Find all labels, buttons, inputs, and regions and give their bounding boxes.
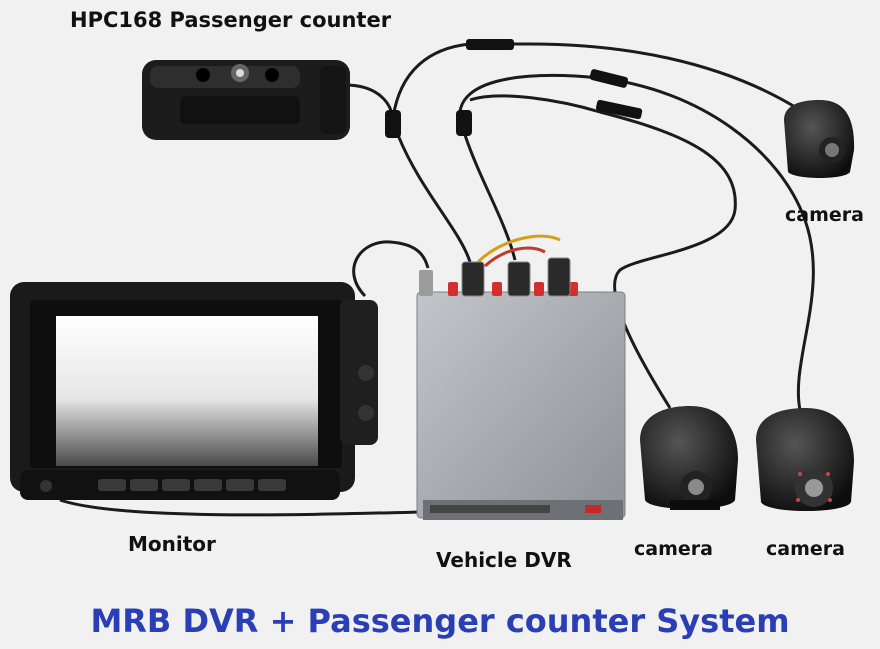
system-caption: MRB DVR + Passenger counter System	[90, 602, 790, 640]
camera-middle-device	[640, 406, 738, 510]
passenger-counter-device	[142, 60, 350, 140]
colored-wires	[476, 234, 561, 268]
passenger-counter-label: HPC168 Passenger counter	[70, 8, 392, 32]
vehicle-dvr-label: Vehicle DVR	[436, 548, 572, 572]
camera-middle-label: camera	[634, 538, 713, 560]
camera-right-label: camera	[766, 538, 845, 560]
camera-top-label: camera	[785, 204, 864, 226]
camera-right-device	[756, 408, 854, 511]
monitor-device	[10, 282, 378, 500]
cable-plugs	[385, 39, 643, 138]
cables	[59, 42, 815, 517]
camera-top-device	[784, 100, 855, 178]
vehicle-dvr-device	[416, 257, 626, 520]
monitor-label: Monitor	[128, 532, 216, 556]
